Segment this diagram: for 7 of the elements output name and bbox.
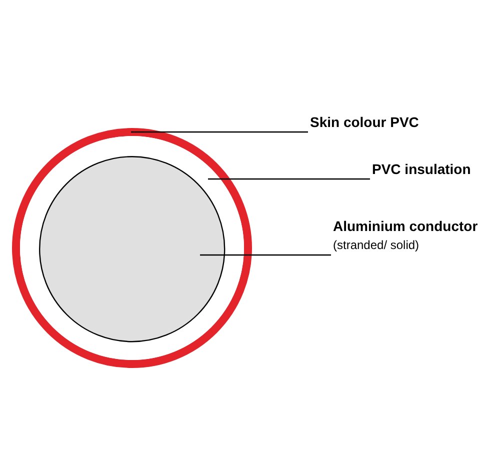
leader-line xyxy=(200,254,331,256)
leader-line xyxy=(208,178,370,180)
part-note: (stranded/ solid) xyxy=(333,238,420,253)
part-label: Skin colour PVC xyxy=(310,114,419,131)
part-label: Aluminium conductor xyxy=(333,218,478,235)
leader-line xyxy=(131,131,308,133)
part-label: PVC insulation xyxy=(372,161,471,178)
